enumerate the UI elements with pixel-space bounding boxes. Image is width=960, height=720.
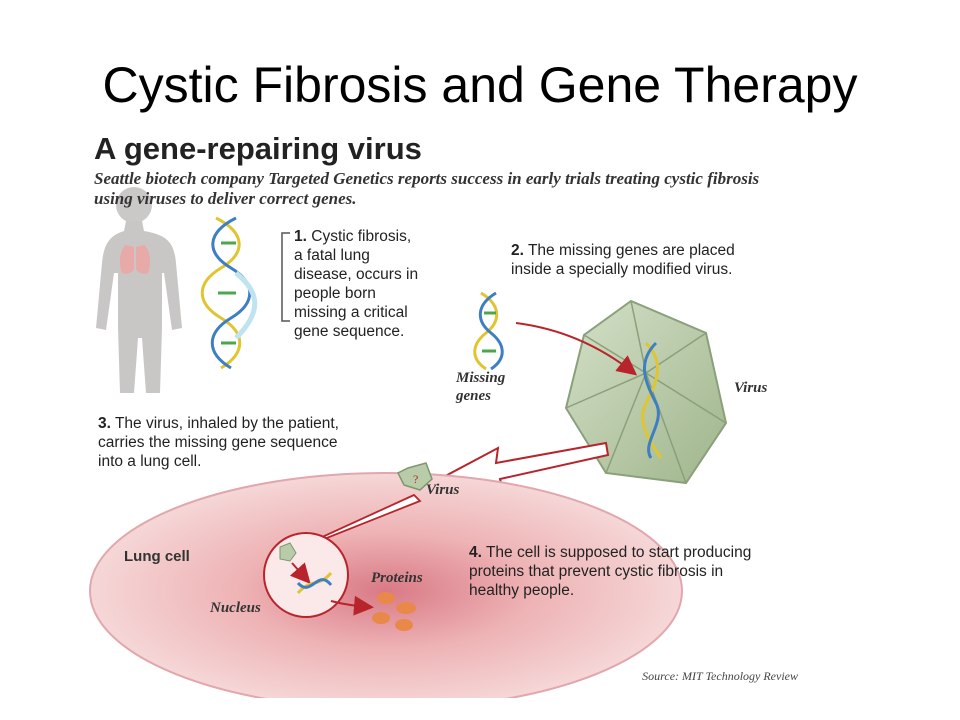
arrow-to-proteins — [330, 595, 374, 616]
lung-cell-shape — [90, 473, 682, 698]
figure-subtitle: Seattle biotech company Targeted Genetic… — [94, 169, 760, 208]
step-2: 2. The missing genes are placed inside a… — [511, 241, 743, 279]
label-missing-genes: Missing genes — [456, 370, 506, 404]
label-proteins: Proteins — [371, 570, 423, 586]
step-number: 3. — [98, 415, 111, 432]
proteins-icon — [372, 592, 416, 631]
label-lung-cell: Lung cell — [124, 548, 190, 565]
step-number: 4. — [469, 544, 482, 561]
label-virus-large: Virus — [734, 380, 768, 396]
step-text: The missing genes are placed inside a sp… — [511, 242, 735, 278]
illustration: ? — [89, 187, 728, 698]
figure-title: A gene-repairing virus — [94, 131, 422, 166]
bracket — [281, 232, 290, 322]
svg-text:?: ? — [413, 472, 418, 486]
step-number: 1. — [294, 228, 307, 245]
arrow-to-virus — [515, 322, 638, 376]
missing-genes-icon — [473, 291, 504, 371]
step-number: 2. — [511, 242, 524, 259]
step-3: 3. The virus, inhaled by the patient, ca… — [98, 414, 358, 471]
step-text: The virus, inhaled by the patient, carri… — [98, 415, 339, 470]
slide-title: Cystic Fibrosis and Gene Therapy — [102, 57, 858, 113]
step-4: 4. The cell is supposed to start produci… — [469, 543, 759, 600]
step-text: The cell is supposed to start producing … — [469, 544, 752, 599]
virus-large-icon — [564, 299, 728, 485]
label-virus-small: Virus — [426, 482, 460, 498]
dna-helix-icon — [200, 216, 258, 370]
gene-therapy-figure: ? A gene-repairing virus Seattle biotech… — [86, 123, 808, 698]
nucleus-shape — [263, 532, 349, 618]
step-1: 1. Cystic fibrosis, a fatal lung disease… — [294, 227, 424, 341]
source-credit: Source: MIT Technology Review — [642, 669, 798, 683]
virus-small-icon: ? — [396, 462, 433, 491]
label-nucleus: Nucleus — [210, 600, 261, 616]
human-body-icon — [96, 187, 182, 393]
step-text: Cystic fibrosis, a fatal lung disease, o… — [294, 228, 419, 340]
